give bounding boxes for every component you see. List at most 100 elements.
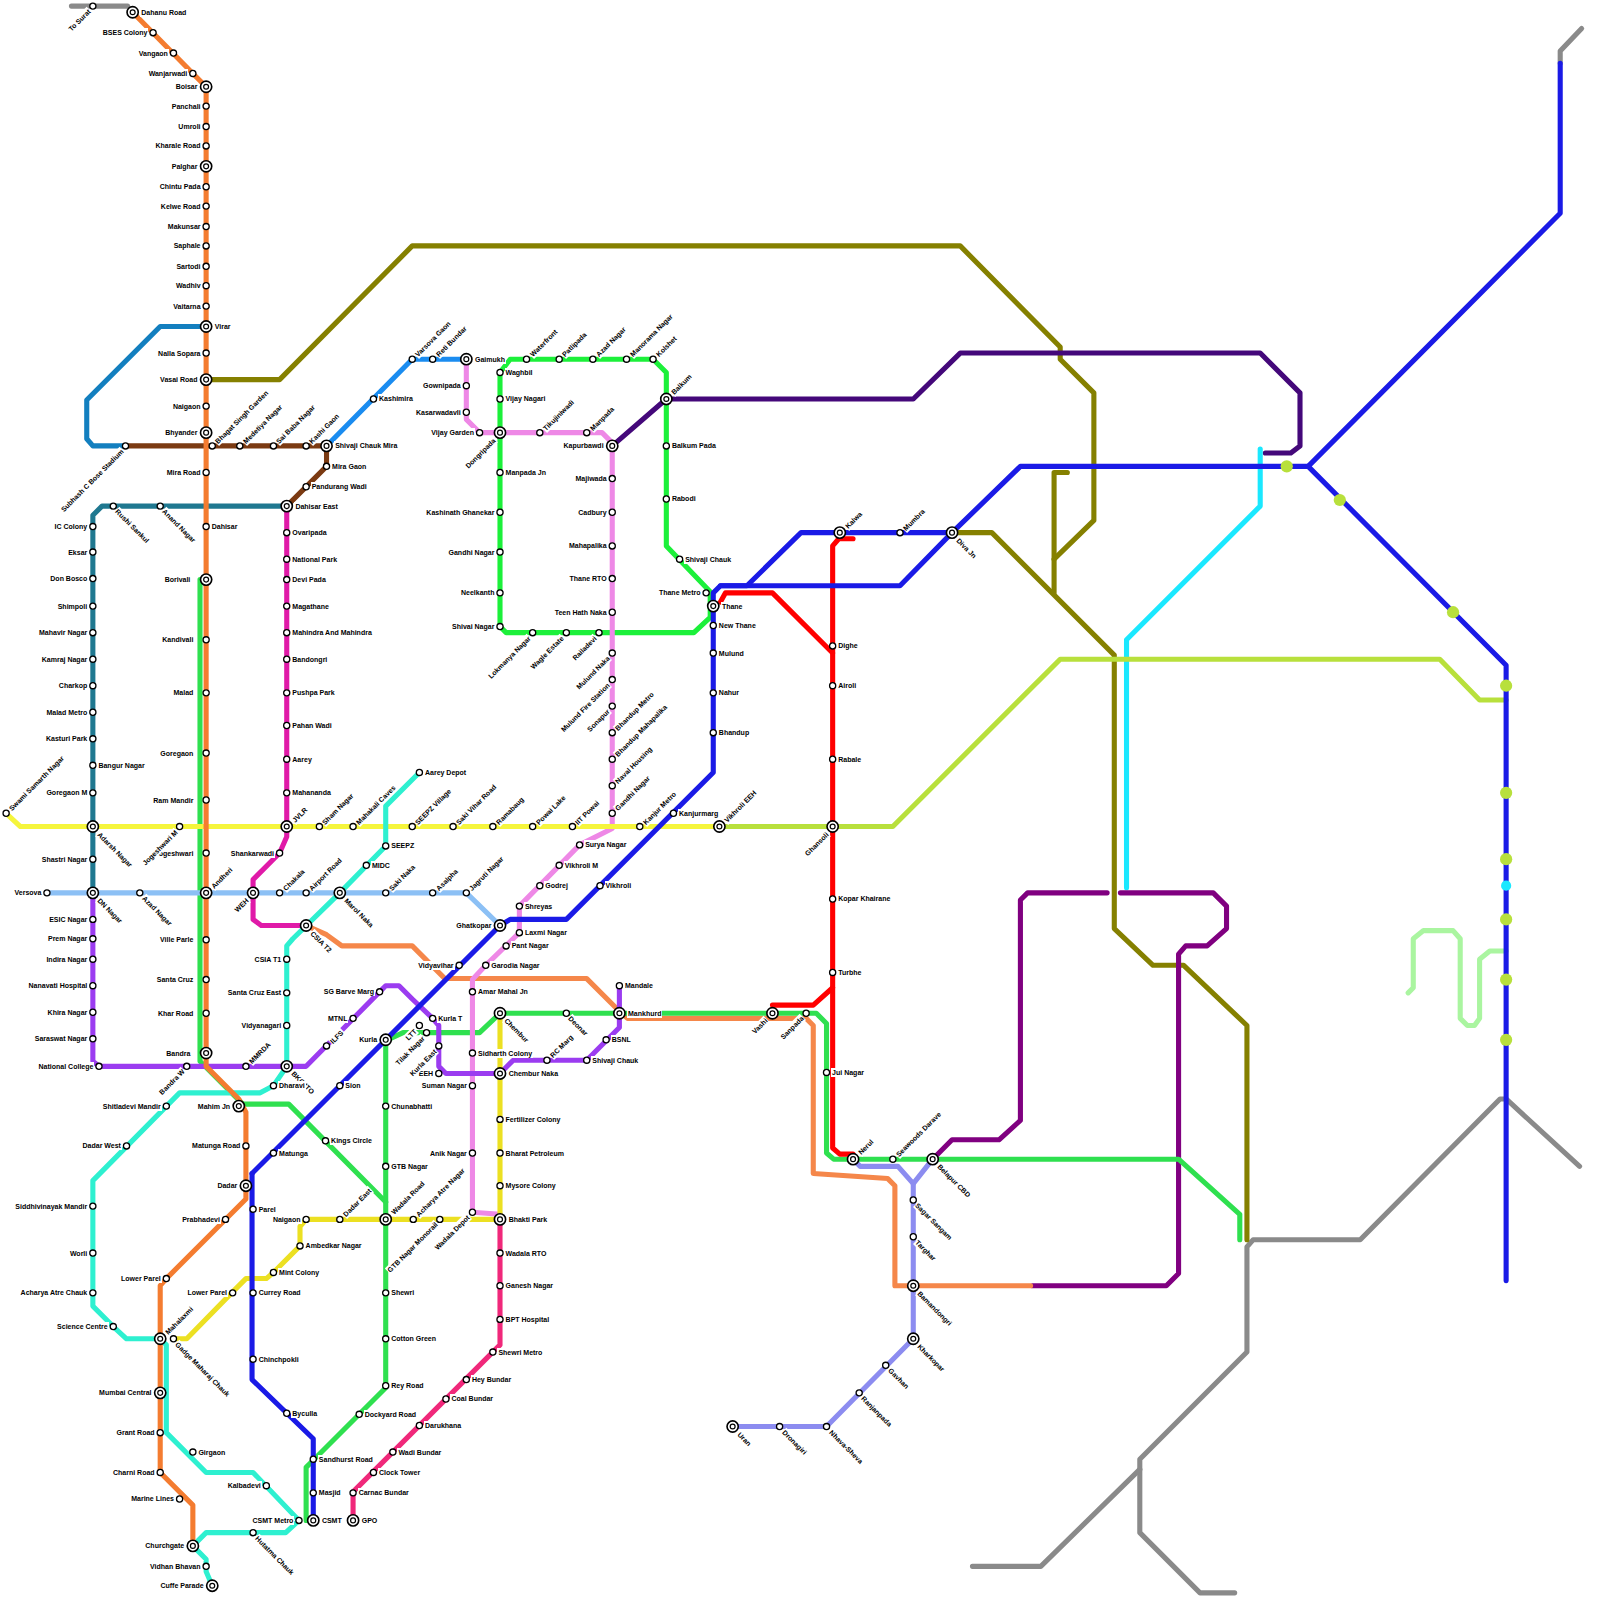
- station-label: Kanjur Metro: [640, 788, 678, 826]
- station-label: Ranjanpada: [859, 1393, 895, 1429]
- station-dot: [494, 1214, 505, 1225]
- station-circle: [556, 862, 562, 868]
- station-dot: [233, 1101, 244, 1112]
- rail-line: [252, 1173, 313, 1520]
- station-circle: [347, 1515, 358, 1526]
- rail-line: [719, 659, 1506, 826]
- station-circle: [430, 890, 436, 896]
- station-label: Mahindra And Mahindra: [291, 628, 372, 637]
- station-dot: [155, 1333, 166, 1344]
- station-circle: [430, 356, 436, 362]
- interchange-ring: [158, 1336, 163, 1341]
- station-dot: [90, 762, 96, 768]
- station-circle: [203, 637, 209, 643]
- station-circle: [90, 936, 96, 942]
- station-circle: [44, 890, 50, 896]
- station-dot: [910, 1234, 916, 1240]
- station-dot: [310, 1490, 316, 1496]
- station-circle: [150, 30, 156, 36]
- station-dot: [908, 1333, 919, 1344]
- station-dot: [250, 1356, 256, 1362]
- interchange-ring: [90, 824, 95, 829]
- rail-line: [972, 1469, 1139, 1566]
- station-dot: [90, 983, 96, 989]
- station-label: WEH: [231, 895, 250, 914]
- station-label: Wanjarwadi: [148, 69, 189, 78]
- station-circle: [623, 356, 629, 362]
- station-circle: [409, 823, 415, 829]
- station-circle: [823, 1423, 829, 1429]
- station-dot: [201, 1047, 212, 1058]
- station-label: Ambedkar Nagar: [305, 1241, 363, 1250]
- station-label: Vangaon: [138, 49, 169, 58]
- station-dot: [203, 303, 209, 309]
- station-label: Kashimira: [378, 394, 414, 403]
- station-circle: [497, 549, 503, 555]
- station-dot: [830, 683, 836, 689]
- station-dot: [203, 523, 209, 529]
- station-circle: [727, 1421, 738, 1432]
- station-dot: [90, 603, 96, 609]
- station-dot: [201, 427, 212, 438]
- station-dot: [303, 484, 309, 490]
- station-circle: [609, 783, 615, 789]
- station-label: Panchali: [171, 102, 202, 111]
- station-circle: [297, 1243, 303, 1249]
- station-dot: [834, 527, 845, 538]
- station-circle: [250, 1206, 256, 1212]
- station-dot: [308, 1515, 319, 1526]
- station-dot: [383, 843, 389, 849]
- station-dot: [281, 1061, 292, 1072]
- station-circle: [137, 890, 143, 896]
- station-circle: [190, 70, 196, 76]
- station-circle: [184, 1063, 190, 1069]
- station-label: Magathane: [291, 602, 330, 611]
- station-label: Clock Tower: [378, 1468, 421, 1477]
- interchange-ring: [837, 530, 842, 535]
- station-circle: [90, 1036, 96, 1042]
- station-circle: [203, 523, 209, 529]
- station-dot: [803, 1010, 809, 1016]
- station-dot: [203, 283, 209, 289]
- station-circle: [590, 356, 596, 362]
- interchange-ring: [251, 890, 256, 895]
- station-circle: [494, 1068, 505, 1079]
- station-dot: [284, 1410, 290, 1416]
- station-dot: [556, 356, 562, 362]
- station-dot: [90, 736, 96, 742]
- station-circle: [830, 969, 836, 975]
- station-dot: [203, 937, 209, 943]
- station-label: Bandongri: [291, 655, 328, 664]
- station-circle: [537, 430, 543, 436]
- hsr-dot: [1501, 881, 1511, 891]
- station-circle: [90, 1203, 96, 1209]
- station-label: Science Centre: [56, 1322, 109, 1331]
- interchange-ring: [498, 923, 503, 928]
- station-dot: [490, 823, 496, 829]
- station-circle: [609, 810, 615, 816]
- station-dot: [284, 656, 290, 662]
- station-dot: [544, 1057, 550, 1063]
- station-dot: [584, 430, 590, 436]
- station-label: Dahisar: [211, 522, 239, 531]
- station-circle: [767, 1008, 778, 1019]
- station-dot: [284, 790, 290, 796]
- station-label: Dahanu Road: [140, 8, 187, 17]
- station-label: Dadar West: [82, 1141, 122, 1150]
- hsr-dot: [1500, 1034, 1512, 1046]
- station-dot: [703, 590, 709, 596]
- station-circle: [250, 1290, 256, 1296]
- station-dot: [497, 590, 503, 596]
- station-circle: [170, 50, 176, 56]
- rail-line: [386, 1013, 1240, 1240]
- hsr-dot: [1334, 494, 1346, 506]
- station-label: Ramabaug: [493, 793, 526, 826]
- station-circle: [127, 7, 138, 18]
- station-label: Kandivali: [161, 635, 194, 644]
- station-circle: [530, 630, 536, 636]
- station-dot: [523, 356, 529, 362]
- station-dot: [44, 890, 50, 896]
- station-label: Chinchpokli: [258, 1355, 300, 1364]
- station-circle: [201, 321, 212, 332]
